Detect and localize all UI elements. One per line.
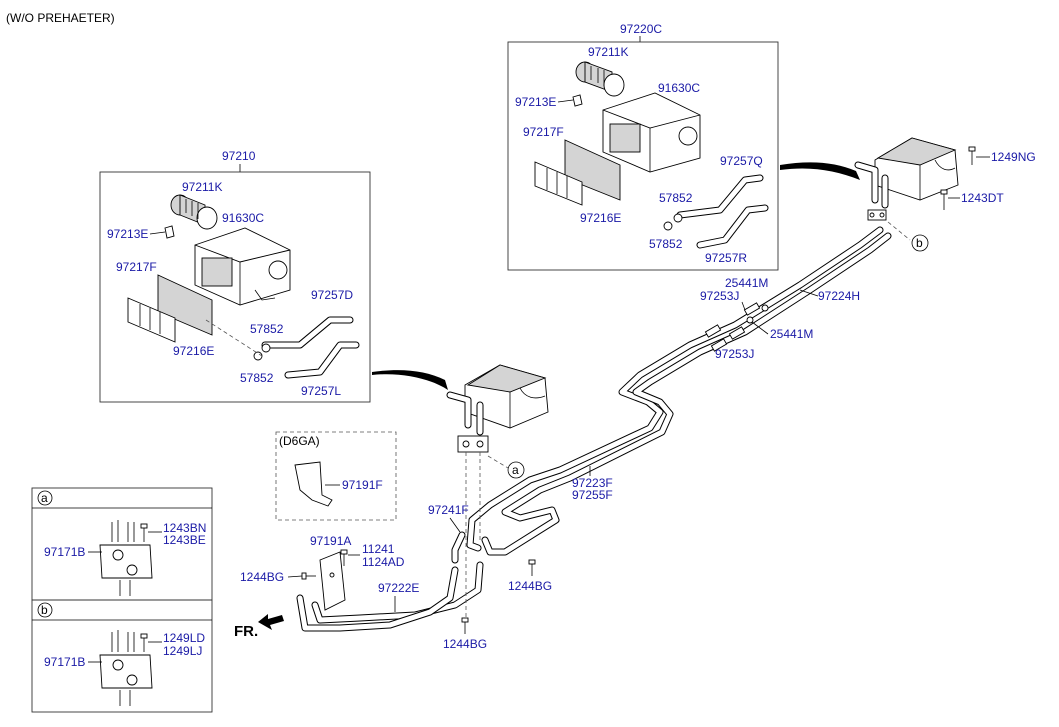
label-97217F-left: 97217F <box>116 260 157 274</box>
detail-b-bolt2: 1249LJ <box>163 644 202 658</box>
pointer-arrow-left <box>372 370 448 390</box>
detail-b-part: 97171B <box>44 655 85 669</box>
label-97241F: 97241F <box>428 503 469 517</box>
label-11241: 11241 <box>362 542 395 556</box>
callout-a <box>507 461 525 479</box>
label-97222E: 97222E <box>378 581 419 595</box>
clamp-57852-drawing <box>261 343 271 353</box>
label-97213E-left: 97213E <box>107 227 148 241</box>
label-57852a-right: 57852 <box>659 191 693 205</box>
hose-joints-97253J <box>704 302 769 352</box>
detail-b-tag: b <box>41 603 48 617</box>
bolt-1244BG-drawing-c <box>461 617 469 634</box>
hoses-97257D-97257L-drawing <box>261 316 360 379</box>
label-97216E-left: 97216E <box>173 344 214 358</box>
label-25441M-a: 25441M <box>725 276 768 290</box>
label-97217F-right: 97217F <box>523 125 564 139</box>
label-97253J-a: 97253J <box>700 289 739 303</box>
bracket-97191A-drawing <box>319 551 346 611</box>
label-91630C-left: 91630C <box>222 211 264 225</box>
heater-unit-91630C-drawing <box>194 227 291 306</box>
clip-97213E-drawing-right <box>572 94 583 107</box>
assembly-97210: 97210 <box>99 149 371 403</box>
detail-a-bolt2: 1243BE <box>163 533 206 547</box>
label-1243DT: 1243DT <box>961 191 1004 205</box>
label-1244BG-a: 1244BG <box>240 570 284 584</box>
d6ga-box: (D6GA) 97191F <box>275 431 397 521</box>
heater-core-97216E-drawing-right <box>534 139 621 206</box>
detail-a-bolt1: 1243BN <box>163 521 206 535</box>
label-57852a-left: 57852 <box>250 322 284 336</box>
label-97224H: 97224H <box>818 289 860 303</box>
heater-unit-91630C-drawing-right <box>602 92 701 173</box>
detail-b: b 1249LD 1249LJ 97171B <box>31 599 213 713</box>
label-1124AD: 1124AD <box>362 555 405 569</box>
label-1249NG: 1249NG <box>991 150 1036 164</box>
label-1244BG-b: 1244BG <box>508 579 552 593</box>
detail-a-part: 97171B <box>44 545 85 559</box>
label-97257Q-right: 97257Q <box>720 154 763 168</box>
bracket-97191F-drawing <box>294 461 333 507</box>
detail-b-bolt1: 1249LD <box>163 631 205 645</box>
bolt-1244BG-drawing-b <box>528 559 536 576</box>
label-97257L-left: 97257L <box>301 384 341 398</box>
label-97211K-left: 97211K <box>182 180 222 194</box>
label-57852b-left: 57852 <box>240 371 274 385</box>
label-fr: FR. <box>234 623 258 640</box>
label-57852b-right: 57852 <box>649 237 683 251</box>
label-1244BG-c: 1244BG <box>443 637 487 651</box>
pointer-arrow-right <box>780 162 860 180</box>
label-97211K-right: 97211K <box>588 45 628 59</box>
d6ga-title: (D6GA) <box>279 434 320 448</box>
callout-a-text: a <box>512 463 519 477</box>
label-97257R-right: 97257R <box>705 251 747 265</box>
bolt-1244BG-drawing-a <box>301 572 316 580</box>
heater-core-97216E-drawing <box>127 274 213 343</box>
label-97223F: 97223F <box>572 476 613 490</box>
duct-97211K-drawing <box>170 194 218 230</box>
label-97253J-b: 97253J <box>715 347 754 361</box>
duct-97211K-drawing-right <box>575 61 625 97</box>
label-97257D-left: 97257D <box>311 288 353 302</box>
assembly-title-97210: 97210 <box>222 149 256 163</box>
bolt-1249NG-drawing <box>968 146 976 165</box>
bolt-11241-drawing <box>340 549 348 566</box>
callout-b-text: b <box>916 236 923 250</box>
assembly-title-97220C: 97220C <box>620 22 662 36</box>
clip-97213E-drawing <box>164 225 175 239</box>
label-97191A: 97191A <box>310 534 351 548</box>
label-25441M-b: 25441M <box>770 327 813 341</box>
label-97216E-right: 97216E <box>580 211 621 225</box>
clamp-57852-drawing-right-2 <box>663 221 673 231</box>
detail-a: a 1243BN 1243BE 97171B <box>31 487 213 601</box>
assembly-97220C: 97220C <box>507 22 779 271</box>
detail-a-tag: a <box>41 491 48 505</box>
clamp-57852-drawing-right <box>673 213 683 223</box>
label-97191F: 97191F <box>342 478 383 492</box>
callout-b <box>911 234 929 252</box>
installed-heater-right <box>854 137 959 221</box>
bolt-1243DT-drawing <box>940 189 948 210</box>
header-note: (W/O PREHAETER) <box>6 11 115 25</box>
label-97255F: 97255F <box>572 488 613 502</box>
front-direction-indicator: FR. <box>234 614 284 640</box>
clamp-57852-drawing-2 <box>253 351 263 361</box>
label-91630C-right: 91630C <box>658 81 700 95</box>
label-97213E-right: 97213E <box>515 95 556 109</box>
installed-heater-left <box>446 364 549 453</box>
hoses-97257Q-97257R-drawing <box>676 174 769 249</box>
